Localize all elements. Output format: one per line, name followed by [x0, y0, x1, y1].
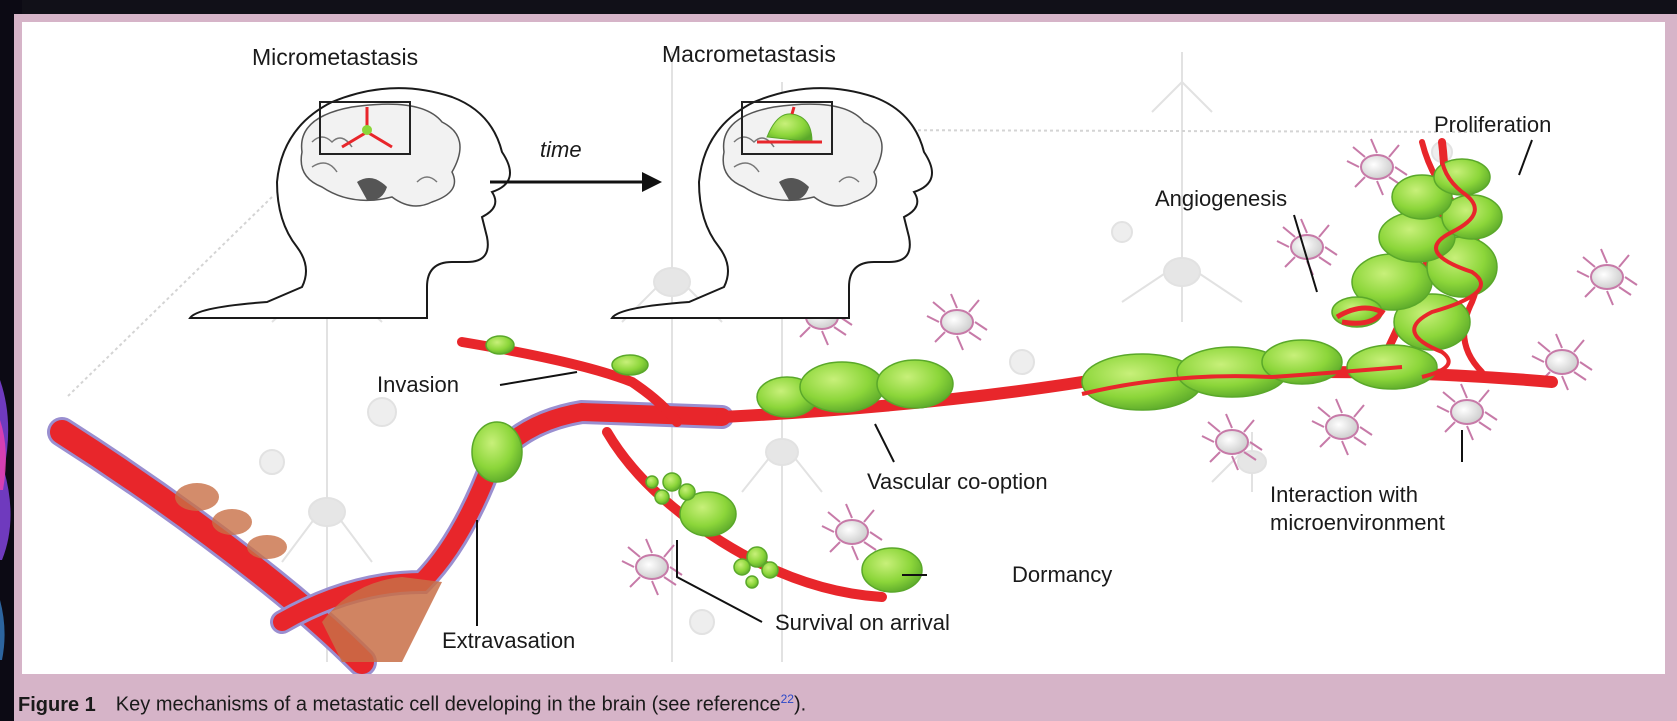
extravasation-label: Extravasation: [442, 630, 575, 652]
figure-caption: Figure 1 Key mechanisms of a metastatic c…: [18, 684, 806, 714]
figure-label: Figure 1: [18, 694, 96, 716]
time-arrow: [490, 172, 662, 192]
survival-label: Survival on arrival: [775, 612, 950, 634]
invasion-label: Invasion: [377, 374, 459, 396]
diagram-panel: Micrometastasis Macrometastasis time Inv…: [22, 22, 1665, 674]
macrometastasis-title: Macrometastasis: [662, 43, 836, 66]
micrometastasis-title: Micrometastasis: [252, 46, 418, 69]
interaction-label-line1: Interaction with: [1270, 484, 1418, 506]
time-label: time: [540, 139, 582, 161]
interaction-label-line2: microenvironment: [1270, 512, 1445, 534]
dormancy-label: Dormancy: [1012, 564, 1112, 586]
vascular-co-option-label: Vascular co-option: [867, 471, 1048, 493]
micrometastasis-head: [190, 88, 510, 318]
caption-text: Key mechanisms of a metastatic cell deve…: [116, 694, 781, 716]
proliferation-label: Proliferation: [1434, 114, 1551, 136]
caption-tail: ).: [794, 694, 806, 716]
angiogenesis-label: Angiogenesis: [1155, 188, 1287, 210]
reference-link[interactable]: 22: [781, 692, 794, 706]
brain-metastasis-diagram: [22, 22, 1665, 674]
